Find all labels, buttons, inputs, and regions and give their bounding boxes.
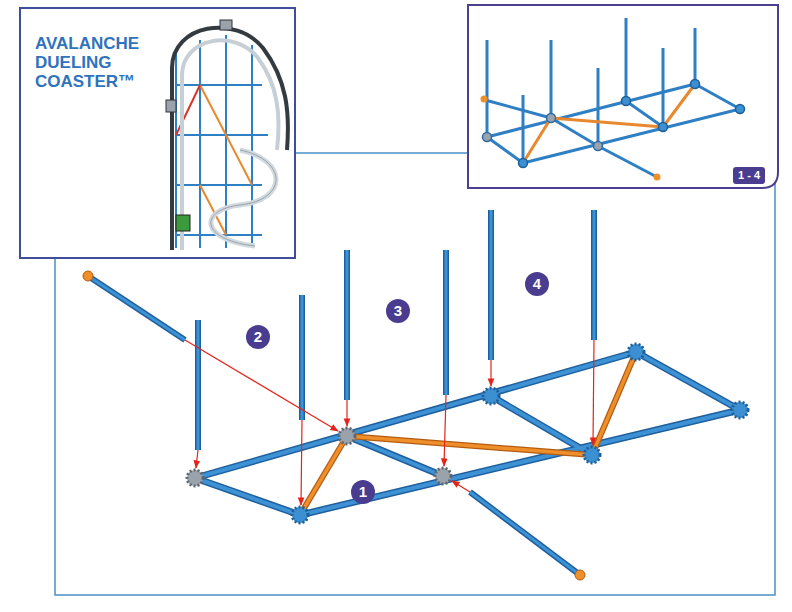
callout-number: 3 <box>386 299 410 323</box>
rod-outline <box>88 276 185 340</box>
placement-arrow <box>185 340 338 431</box>
inset-box <box>468 5 778 188</box>
rod <box>550 40 553 118</box>
brace-rod <box>300 436 347 515</box>
connector-hub <box>628 344 644 360</box>
end-cap <box>481 96 488 103</box>
tower-brace <box>200 85 226 135</box>
brace-outline <box>300 436 347 515</box>
coaster-track <box>211 150 276 246</box>
rod <box>485 100 551 118</box>
connector-hub <box>483 388 499 404</box>
connector-hub <box>736 105 745 114</box>
rod-outline <box>300 410 740 515</box>
rod <box>197 320 200 450</box>
tower-rod <box>199 40 201 248</box>
coaster-track <box>182 40 279 250</box>
placement-arrow <box>444 395 446 466</box>
callout-number: 4 <box>525 272 549 296</box>
brace-outline <box>592 352 636 455</box>
rod <box>487 137 523 163</box>
connector-hub <box>594 142 603 151</box>
rod <box>300 410 740 515</box>
connector-hub <box>691 80 700 89</box>
connector-hub <box>435 468 451 484</box>
brace-rod <box>551 118 663 127</box>
rod <box>662 48 665 127</box>
rod-outline <box>195 320 201 450</box>
end-cap <box>575 570 585 580</box>
rod <box>195 352 636 478</box>
end-cap <box>83 271 93 281</box>
rod <box>470 492 580 575</box>
rod-outline <box>488 210 494 360</box>
rod-outline <box>299 295 305 420</box>
placement-arrow <box>196 450 198 468</box>
connector-hub <box>584 447 600 463</box>
rod <box>486 40 489 137</box>
connector-hub <box>292 507 308 523</box>
title-box <box>20 8 295 258</box>
rod-outline <box>591 210 597 340</box>
placement-arrow <box>593 340 594 445</box>
rod <box>694 28 697 84</box>
placement-arrow <box>452 481 470 492</box>
coaster-track <box>211 150 276 246</box>
tower-rod <box>176 134 268 136</box>
rod <box>523 109 740 163</box>
rod <box>346 250 349 400</box>
brace-rod <box>592 352 636 455</box>
brace-rod <box>523 118 551 163</box>
rod <box>625 18 628 101</box>
brace-rod <box>663 84 695 127</box>
connector-hub <box>547 114 556 123</box>
tower-rod <box>176 84 262 86</box>
tower-brace <box>176 85 200 135</box>
rod-outline <box>443 250 449 395</box>
connector-hub <box>519 159 528 168</box>
callout-number: 1 <box>351 480 375 504</box>
tower-brace <box>226 135 252 185</box>
coaster-track <box>172 28 288 250</box>
brace-rod <box>347 436 592 455</box>
placement-arrow <box>346 400 347 426</box>
tower-rod <box>176 184 262 186</box>
placement-arrow <box>301 420 302 505</box>
rod-outline <box>470 492 580 575</box>
rod <box>636 352 740 410</box>
connector-hub <box>483 133 492 142</box>
placement-arrow <box>490 360 491 386</box>
coaster-car <box>166 100 176 112</box>
rod <box>195 478 300 515</box>
rod <box>695 84 740 109</box>
rod <box>445 250 448 395</box>
connector-hub <box>622 97 631 106</box>
tower-rod <box>225 35 227 248</box>
connector-hub <box>187 470 203 486</box>
brace-outline <box>347 436 592 455</box>
rod-outline <box>344 250 350 400</box>
rod-outline <box>195 478 300 515</box>
coaster-car <box>176 215 190 231</box>
step-range: 1 - 4 <box>733 167 765 184</box>
rod-outline <box>195 352 636 478</box>
connector-hub <box>732 402 748 418</box>
callout-number: 2 <box>246 325 270 349</box>
tower-rod <box>251 45 253 248</box>
rod <box>490 210 493 360</box>
rod <box>88 276 185 340</box>
product-title: AVALANCHE DUELING COASTER™ <box>35 34 153 91</box>
coaster-car <box>220 20 232 30</box>
connector-hub <box>659 123 668 132</box>
connector-hub <box>339 428 355 444</box>
rod <box>593 210 596 340</box>
rod <box>301 295 304 420</box>
rod-outline <box>636 352 740 410</box>
end-cap <box>654 174 661 181</box>
rod <box>598 146 655 176</box>
